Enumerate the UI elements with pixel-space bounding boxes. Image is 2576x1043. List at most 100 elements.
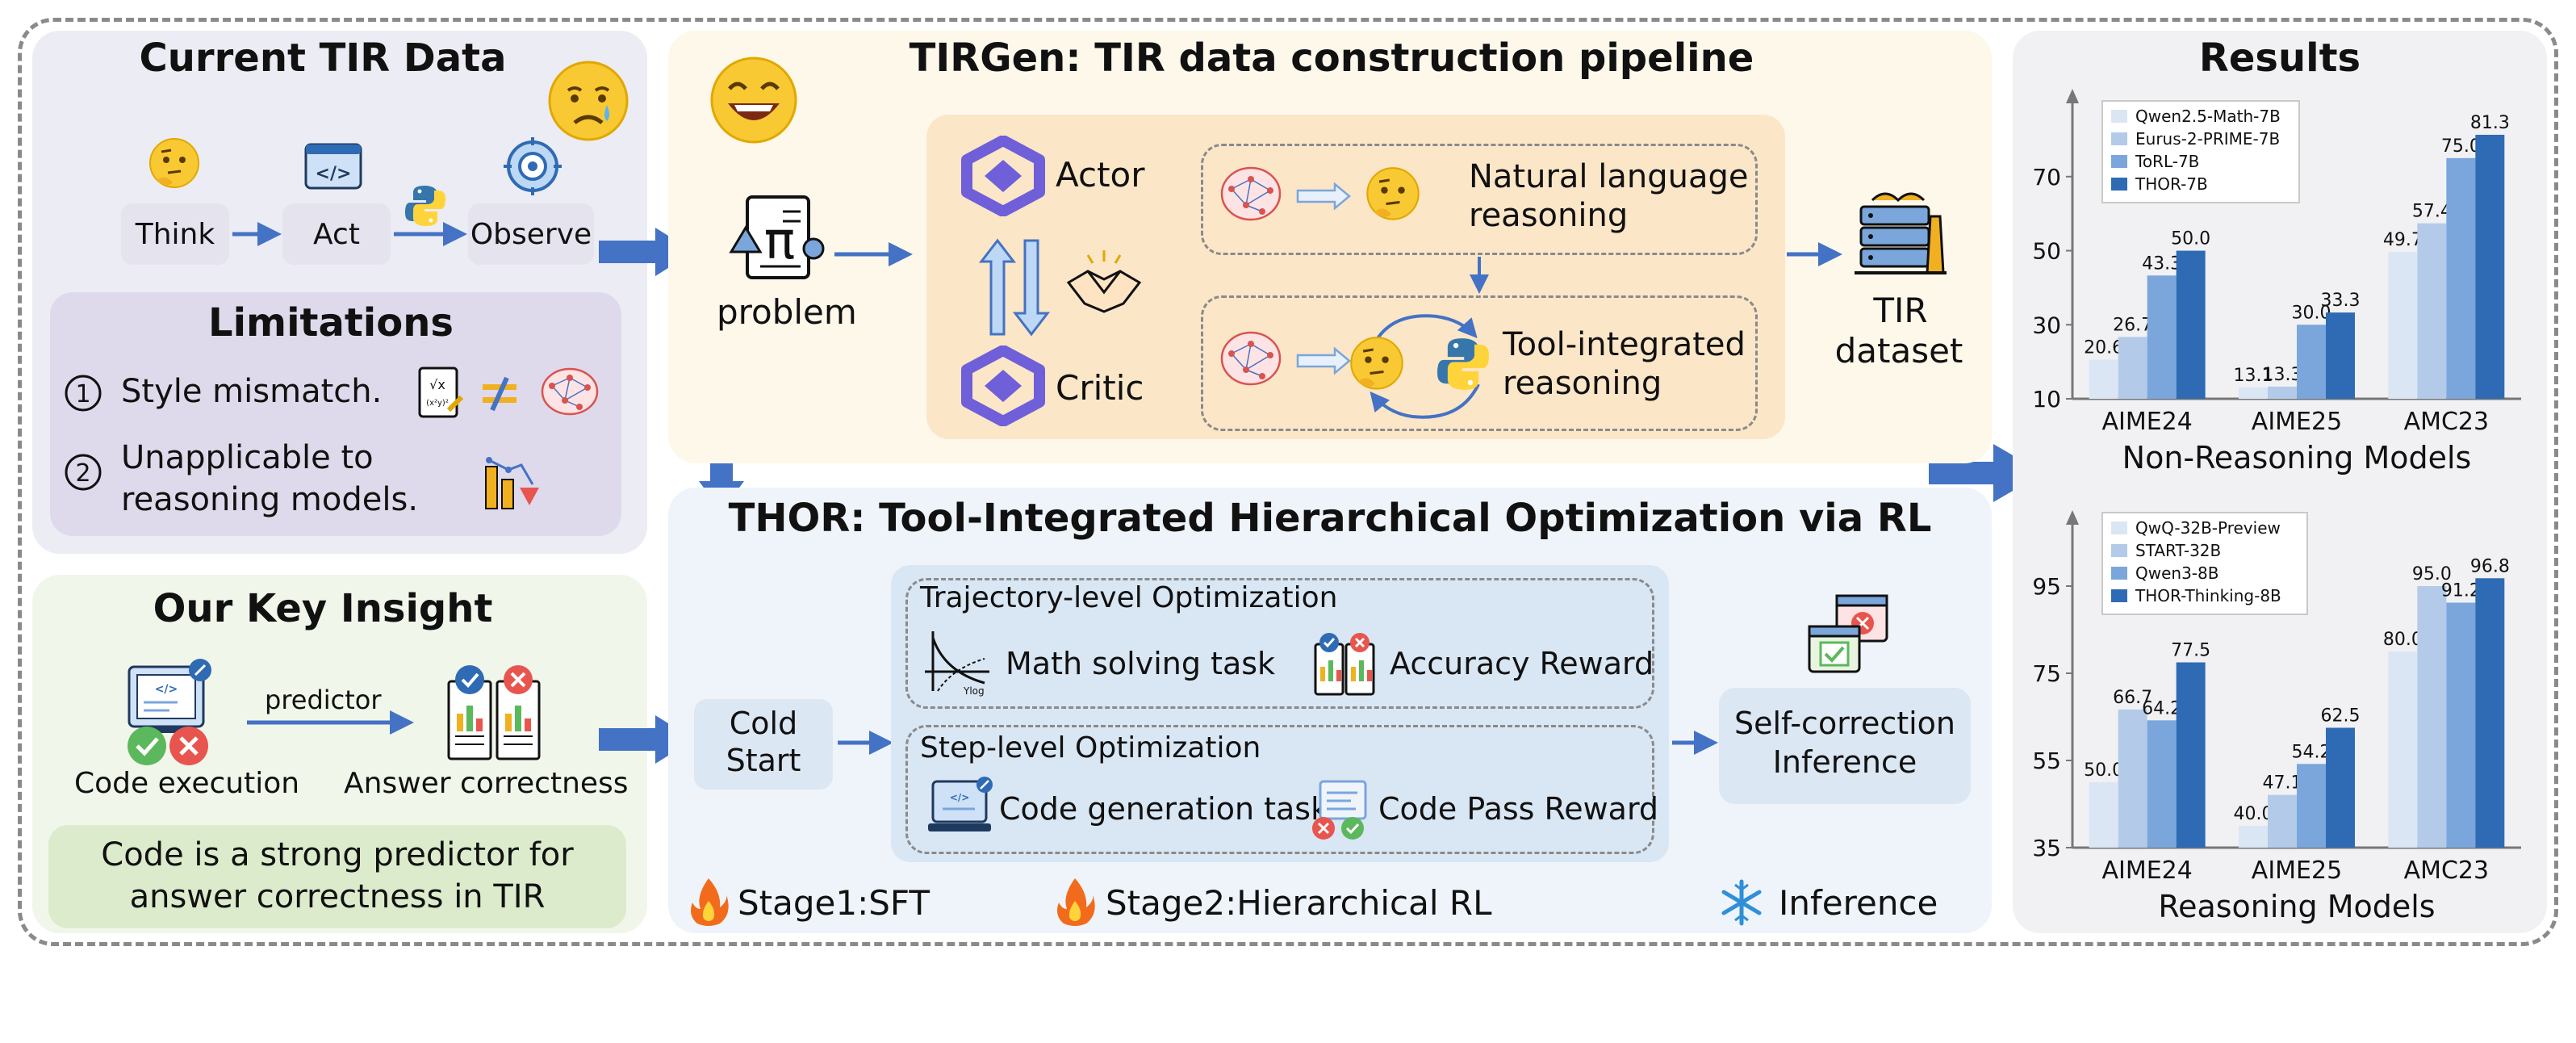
category-label: AIME24 (2101, 408, 2192, 436)
cold-start-box (694, 699, 833, 790)
stage2-label: Stage2:Hierarchical RL (1106, 883, 1492, 923)
outer-dashed-frame (18, 18, 2558, 946)
step-level-title: Step-level Optimization (920, 731, 1261, 764)
problem-arrow (834, 242, 913, 266)
python-logo-icon (405, 186, 445, 226)
bar (2118, 337, 2147, 399)
bar (2239, 387, 2268, 399)
dataset-server-icon (1855, 192, 1947, 274)
bar-value-label: 40.0 (2234, 804, 2273, 824)
bar (2297, 325, 2326, 399)
nl-arrow-icon (1296, 182, 1351, 210)
thinking-face-icon (149, 138, 199, 188)
current-tir-title: Current TIR Data (139, 36, 507, 81)
y-tick-label: 75 (2032, 660, 2061, 687)
bar-value-label: 33.3 (2321, 291, 2361, 311)
bar (2118, 709, 2147, 848)
code-execution-label: Code execution (74, 767, 300, 800)
svg-text:2: 2 (75, 459, 90, 488)
bar (2297, 764, 2326, 848)
svg-text:1: 1 (75, 380, 90, 408)
tool-reasoning-line1: Tool-integrated (1503, 326, 1746, 363)
self-correction-line2: Inference (1772, 744, 1917, 780)
tool-python-icon (1437, 338, 1489, 390)
bar (2176, 662, 2206, 848)
bar (2089, 782, 2118, 848)
nl-reasoning-box (1201, 144, 1758, 255)
insight-summary-line1: Code is a strong predictor for (101, 836, 574, 873)
inference-label: Inference (1779, 883, 1938, 923)
trajectory-title: Trajectory-level Optimization (920, 581, 1338, 614)
stage1-label: Stage1:SFT (738, 883, 930, 923)
y-tick-label: 35 (2032, 835, 2061, 861)
category-label: AIME25 (2252, 408, 2342, 436)
code-generation-icon: </> (928, 777, 993, 831)
legend-label: THOR-7B (2135, 174, 2208, 194)
bar-value-label: 80.0 (2383, 630, 2423, 650)
bar (2268, 794, 2297, 848)
math-task-label: Math solving task (1006, 646, 1276, 681)
thor-title: THOR: Tool-Integrated Hierarchical Optim… (728, 496, 1932, 541)
y-axis-arrow (2066, 89, 2079, 103)
code-window-icon: </> (304, 143, 362, 190)
y-tick-label: 95 (2032, 573, 2061, 600)
legend-item: THOR-Thinking-8B (2103, 584, 2306, 607)
actor-label: Actor (1056, 155, 1145, 195)
bar-value-label: 13.3 (2263, 365, 2302, 385)
bar-value-label: 13.1 (2234, 366, 2273, 386)
bar-value-label: 20.6 (2084, 337, 2123, 358)
bar-value-label: 26.7 (2113, 315, 2152, 335)
bar-value-label: 95.0 (2412, 564, 2452, 584)
bar-value-label: 57.4 (2412, 202, 2452, 222)
bar (2176, 250, 2206, 399)
bar-value-label: 54.2 (2292, 742, 2331, 762)
results-title: Results (2198, 36, 2361, 81)
tool-thinking-face-icon (1350, 337, 1403, 390)
bar (2446, 157, 2476, 399)
nl-reasoning-line1: Natural language (1469, 158, 1749, 195)
bar (2089, 359, 2118, 399)
sad-face-icon (548, 61, 629, 141)
tool-cycle-arrows (1370, 314, 1480, 419)
legend-item: Eurus-2-PRIME-7B (2103, 128, 2298, 150)
category-label: AIME24 (2101, 857, 2192, 885)
key-insight-title: Our Key Insight (153, 586, 493, 631)
bar-value-label: 62.5 (2321, 706, 2361, 727)
bar (2147, 275, 2177, 399)
predictor-label: predictor (265, 685, 382, 715)
self-correction-icon (1808, 594, 1888, 673)
tool-brain-icon (1220, 331, 1282, 386)
legend-label: QwQ-32B-Preview (2135, 518, 2281, 538)
bar-value-label: 81.3 (2470, 113, 2510, 133)
legend-swatch (2111, 589, 2127, 602)
bar (2446, 602, 2476, 848)
x-axis-title: Reasoning Models (2158, 889, 2435, 924)
limitation-2-line1: Unapplicable to (121, 439, 374, 476)
legend-swatch (2111, 155, 2127, 168)
bar (2239, 826, 2268, 848)
bar-value-label: 43.3 (2142, 253, 2181, 274)
cold-to-opt-arrow (838, 731, 893, 755)
code-pass-reward-label: Code Pass Reward (1378, 791, 1659, 827)
problem-document-icon: π (729, 195, 825, 279)
trajectory-box (905, 578, 1654, 709)
number-one-icon: 1 (65, 375, 102, 412)
legend-swatch (2111, 132, 2127, 145)
bar-value-label: 77.5 (2171, 641, 2210, 661)
bar-value-label: 96.8 (2470, 556, 2510, 576)
svg-text:</>: </> (316, 164, 352, 184)
math-paper-icon: √x (x²y)² (418, 367, 464, 418)
category-label: AIME25 (2252, 857, 2342, 885)
bar-value-label: 49.7 (2383, 230, 2423, 250)
bar-value-label: 50.0 (2171, 229, 2210, 249)
legend-label: Qwen3-8B (2135, 563, 2219, 583)
critic-logo-icon (961, 346, 1045, 426)
declining-chart-icon (485, 457, 539, 509)
insight-summary-line2: answer correctness in TIR (129, 878, 546, 915)
opt-to-inference-arrow (1672, 731, 1718, 755)
code-execution-icon: </> (128, 659, 211, 765)
y-tick-label: 50 (2032, 238, 2061, 265)
category-label: AMC23 (2404, 408, 2490, 436)
legend-item: START-32B (2103, 539, 2306, 562)
